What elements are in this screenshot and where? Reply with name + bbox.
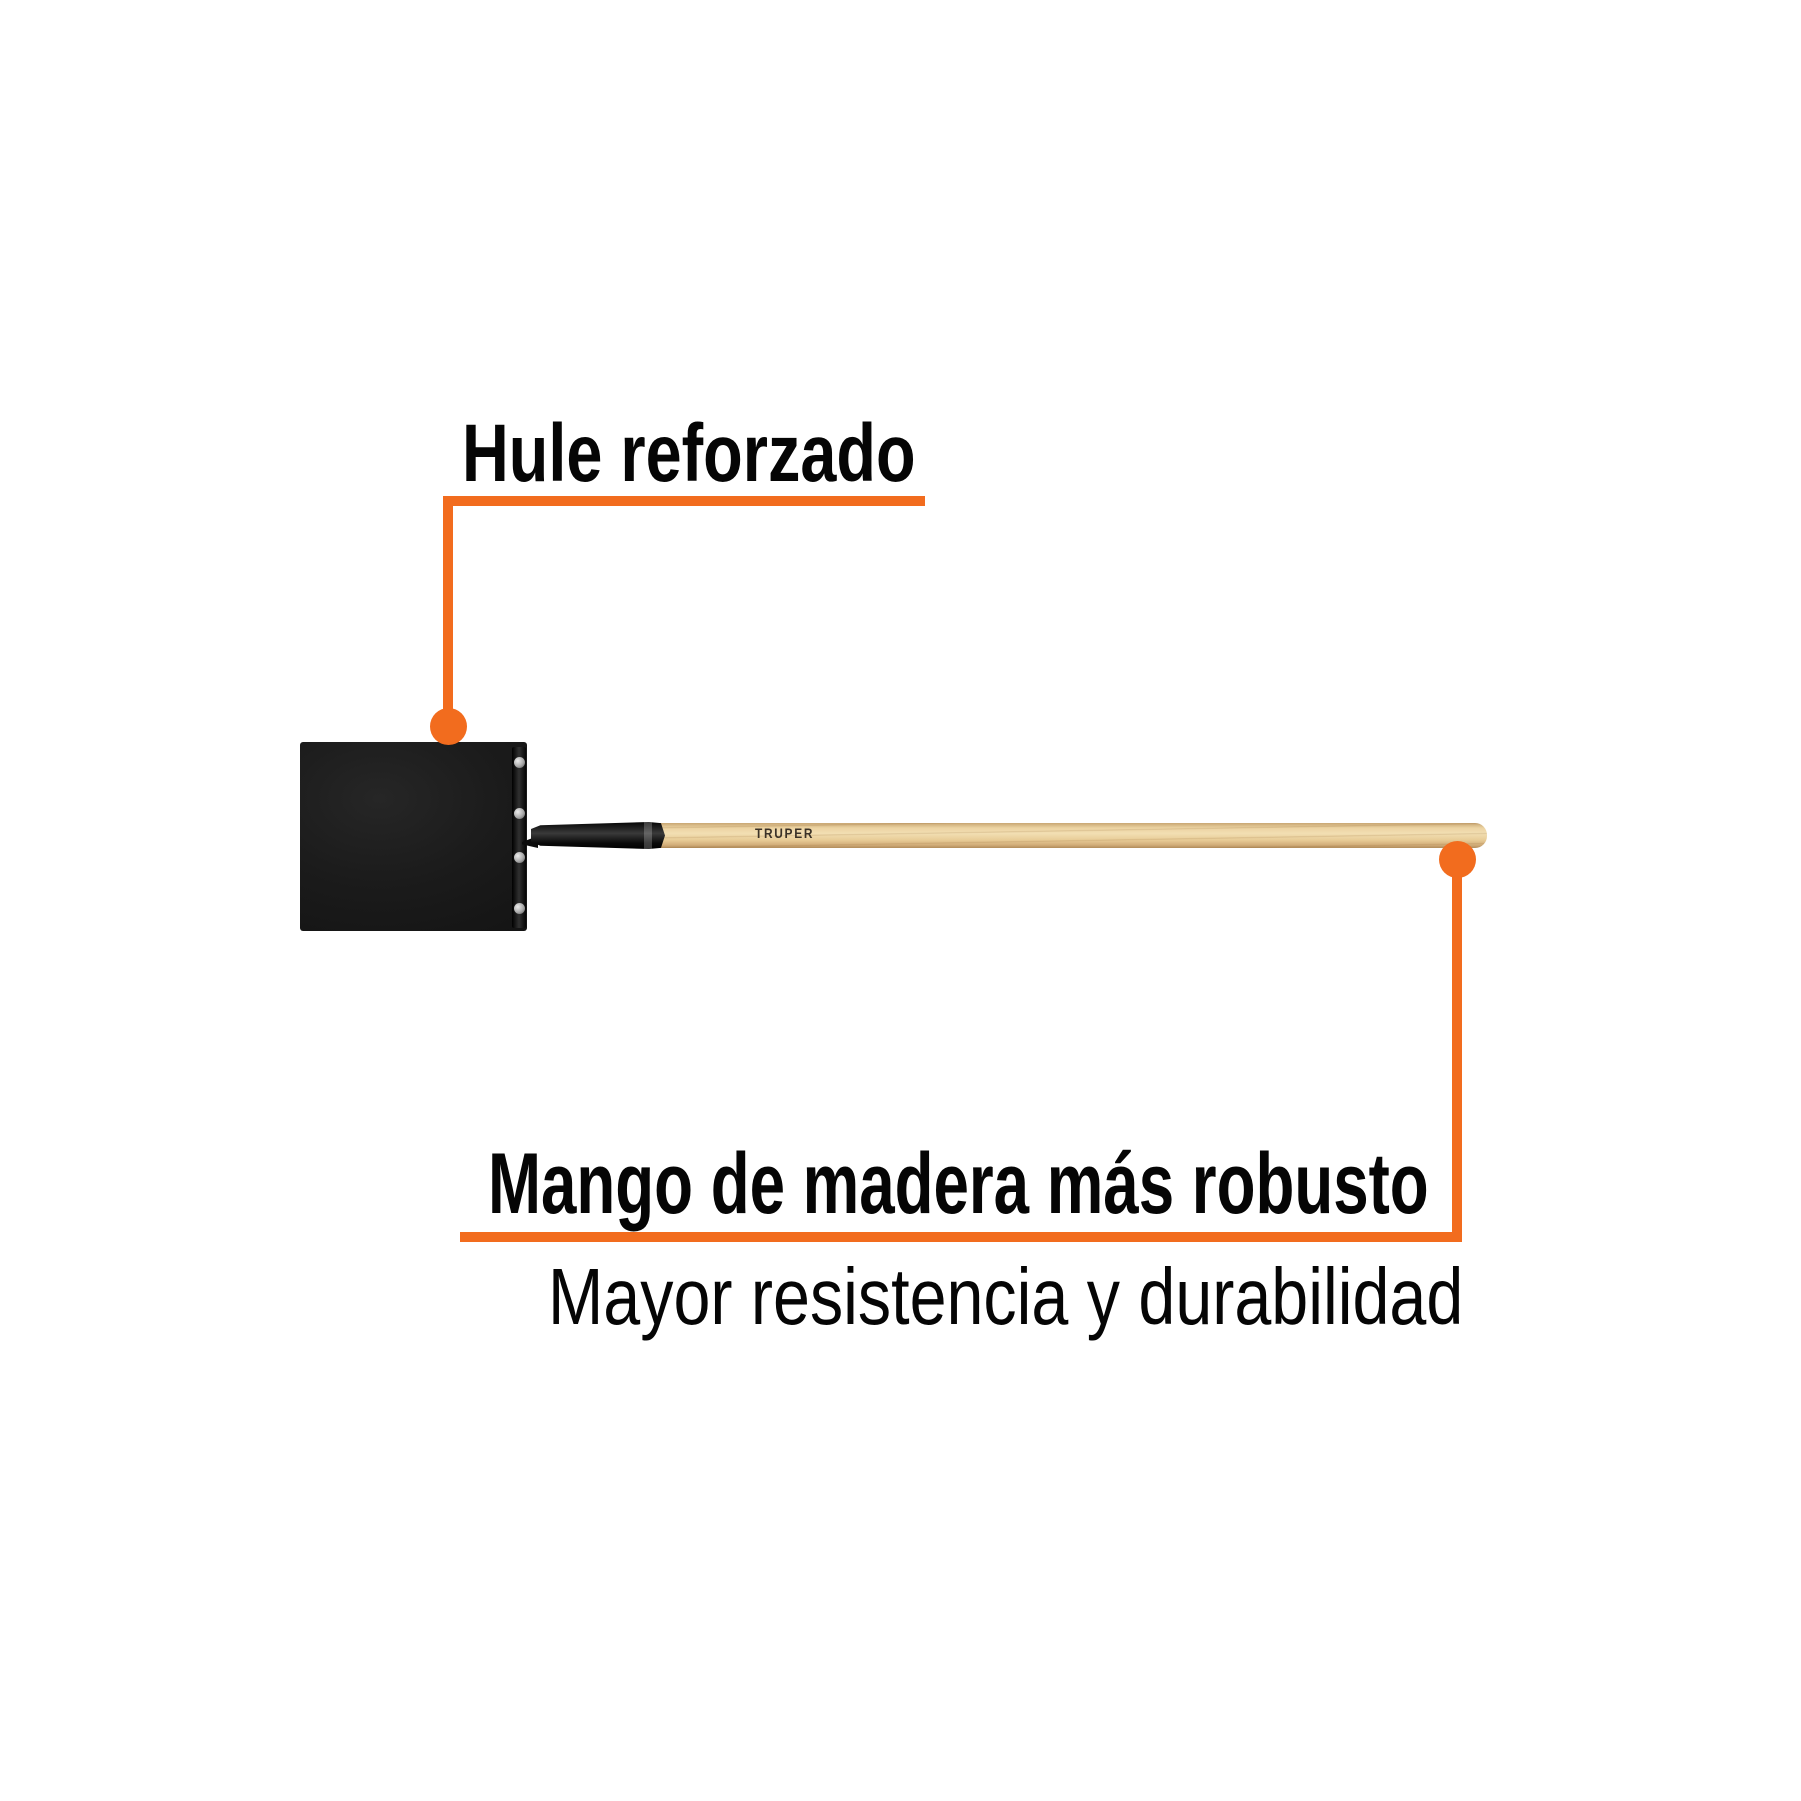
bracket-screw <box>514 903 525 914</box>
bracket-screw <box>514 757 525 768</box>
handle-ferrule <box>531 822 665 849</box>
rubber-blade <box>300 742 527 931</box>
blade-callout-label: Hule reforzado <box>462 408 916 499</box>
ferrule-ring-highlight <box>643 822 652 849</box>
bracket-screw <box>514 808 525 819</box>
blade-callout-dot <box>430 708 467 745</box>
handle-callout-dot <box>1439 841 1476 878</box>
handle-callout-line-vertical <box>1452 872 1462 1242</box>
handle-callout-title: Mango de madera más robusto <box>488 1136 1429 1232</box>
brand-label: TRUPER <box>755 825 815 841</box>
handle-callout-line-horizontal <box>460 1232 1462 1242</box>
blade-bracket-bar <box>512 747 526 928</box>
bracket-screw <box>514 852 525 863</box>
blade-callout-line-horizontal <box>443 496 925 506</box>
wooden-handle <box>655 823 1487 848</box>
blade-callout-line-vertical <box>443 496 453 714</box>
handle-callout-subtitle: Mayor resistencia y durabilidad <box>548 1252 1464 1341</box>
